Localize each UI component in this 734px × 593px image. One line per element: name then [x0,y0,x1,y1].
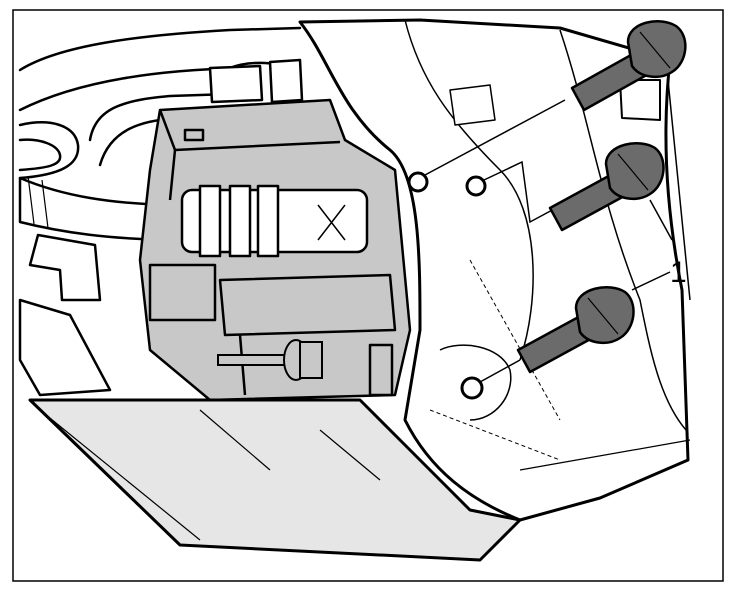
mounting-holes [407,171,487,400]
mounting-hole [407,171,429,193]
bolt-bottom [516,286,635,374]
mounting-hole [465,175,487,197]
alignment-lines [424,99,566,383]
underbody-shield [28,398,522,562]
mounting-hole [460,376,484,400]
left-bracket [18,233,112,397]
figure-frame [12,9,724,582]
bolt-top [570,20,687,112]
hose-connector [180,184,369,258]
callout-leaders [631,79,691,301]
callout-label: 1 [670,256,687,289]
bolt-middle [548,142,665,232]
actuator-rod [217,339,323,381]
body-panel [298,18,691,522]
